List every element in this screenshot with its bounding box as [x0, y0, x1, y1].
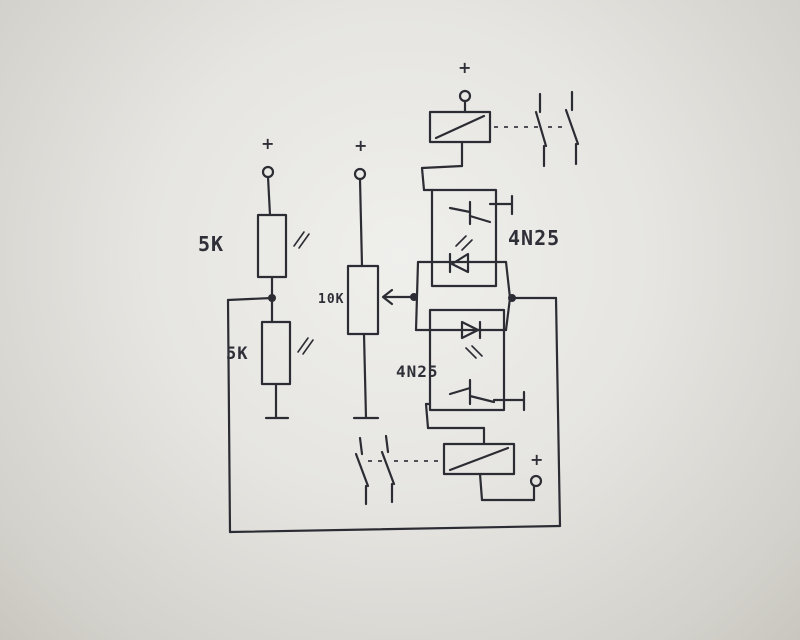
- optocoupler-4n25-bottom: [428, 308, 506, 412]
- voltage-divider: [226, 165, 314, 534]
- resistor-5k-bottom: [260, 320, 292, 386]
- supply-terminal-pot: [353, 167, 367, 181]
- supply-terminal-relay-top: [458, 89, 472, 103]
- label-resistor-top: 5K: [198, 232, 225, 256]
- supply-terminal-relay-bottom: [529, 474, 543, 488]
- label-resistor-bottom: 5K: [226, 344, 249, 364]
- plus-marker-divider: +: [261, 134, 275, 153]
- bottom-return-wire: [228, 524, 562, 534]
- plus-marker-pot: +: [354, 136, 368, 155]
- label-potentiometer: 10K: [318, 292, 345, 307]
- optocoupler-4n25-top: [430, 188, 498, 288]
- top-channel: [414, 89, 580, 332]
- label-optocoupler-bottom: 4N25: [396, 362, 439, 381]
- supply-terminal-divider: [261, 165, 275, 179]
- junction-common: [508, 294, 516, 302]
- bottom-channel: [354, 296, 543, 506]
- resistor-5k-top: [256, 213, 288, 279]
- potentiometer: [346, 167, 416, 420]
- label-optocoupler-top: 4N25: [508, 226, 561, 250]
- plus-marker-relay-top: +: [458, 58, 472, 77]
- plus-marker-relay-bottom: +: [530, 450, 544, 469]
- relay-coil-top: [428, 110, 492, 144]
- potentiometer-10k: [346, 264, 380, 336]
